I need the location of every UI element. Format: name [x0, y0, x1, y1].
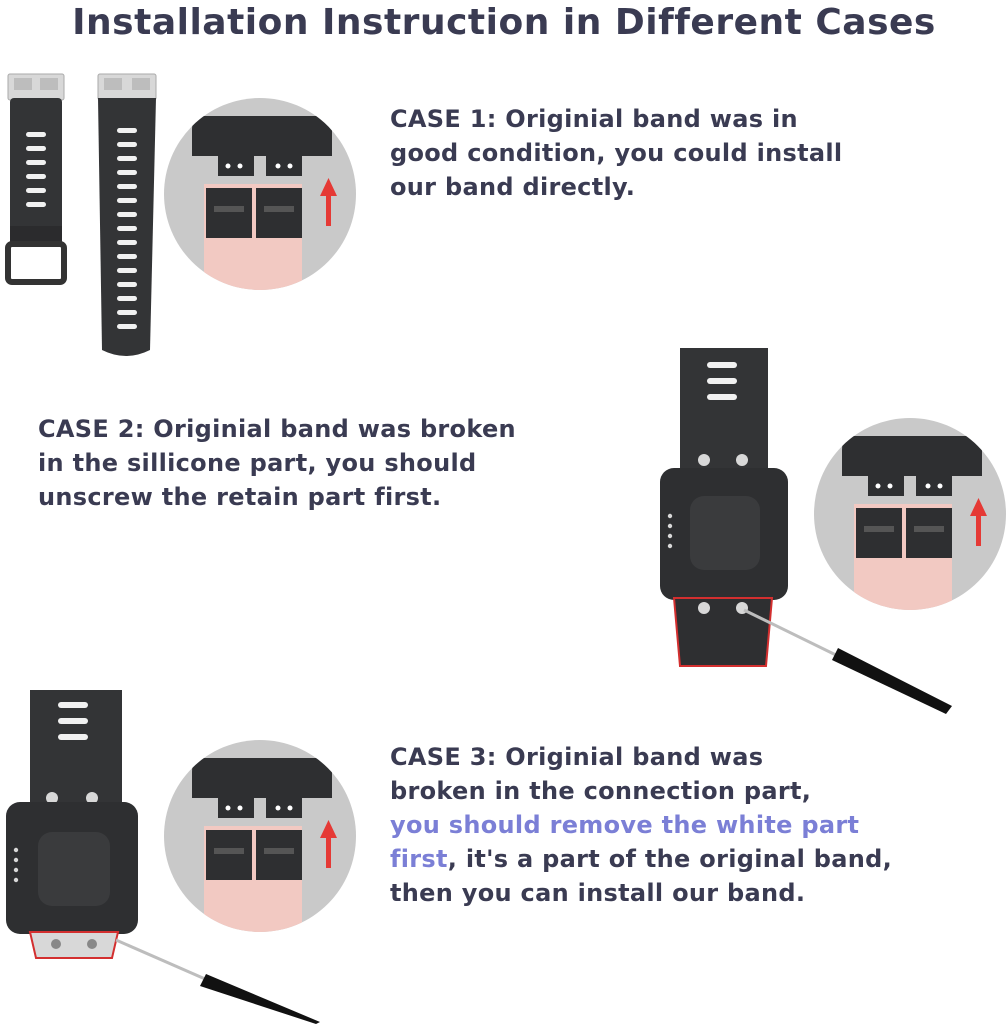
case-3-line: then you can install our band.	[390, 879, 806, 907]
case-3-highlight-line: you should remove the white part	[390, 811, 860, 839]
page-title: Installation Instruction in Different Ca…	[72, 2, 936, 43]
case-3-line: broken in the connection part,	[390, 777, 812, 805]
case-3-line: CASE 3: Originial band was	[390, 743, 764, 771]
case-2-line: in the sillicone part, you should	[38, 449, 477, 477]
case-3-highlight-word: first	[390, 845, 448, 873]
connector-detail-circle	[164, 98, 356, 290]
case-2-line: CASE 2: Originial band was broken	[38, 415, 516, 443]
case-3-text: CASE 3: Originial band was broken in the…	[390, 740, 892, 910]
arrow-up-icon	[320, 178, 337, 226]
arrow-up-icon	[970, 498, 987, 546]
case-2-text: CASE 2: Originial band was broken in the…	[38, 412, 516, 514]
watch-back-with-screwdriver	[660, 348, 952, 714]
case-2-line: unscrew the retain part first.	[38, 483, 442, 511]
arrow-up-icon	[320, 820, 337, 868]
case-1-line: CASE 1: Originial band was in	[390, 105, 798, 133]
case-1-line: our band directly.	[390, 173, 636, 201]
case-3-line-rest: , it's a part of the original band,	[447, 845, 893, 873]
connector-detail-circle	[814, 418, 1006, 610]
case-1-line: good condition, you could install	[390, 139, 843, 167]
watch-bands-illustration	[5, 73, 157, 356]
connector-detail-circle	[164, 740, 356, 932]
case-1-text: CASE 1: Originial band was in good condi…	[390, 102, 842, 204]
watch-back-with-screwdriver	[6, 690, 320, 1024]
case-3-line: first, it's a part of the original band,	[390, 842, 892, 876]
